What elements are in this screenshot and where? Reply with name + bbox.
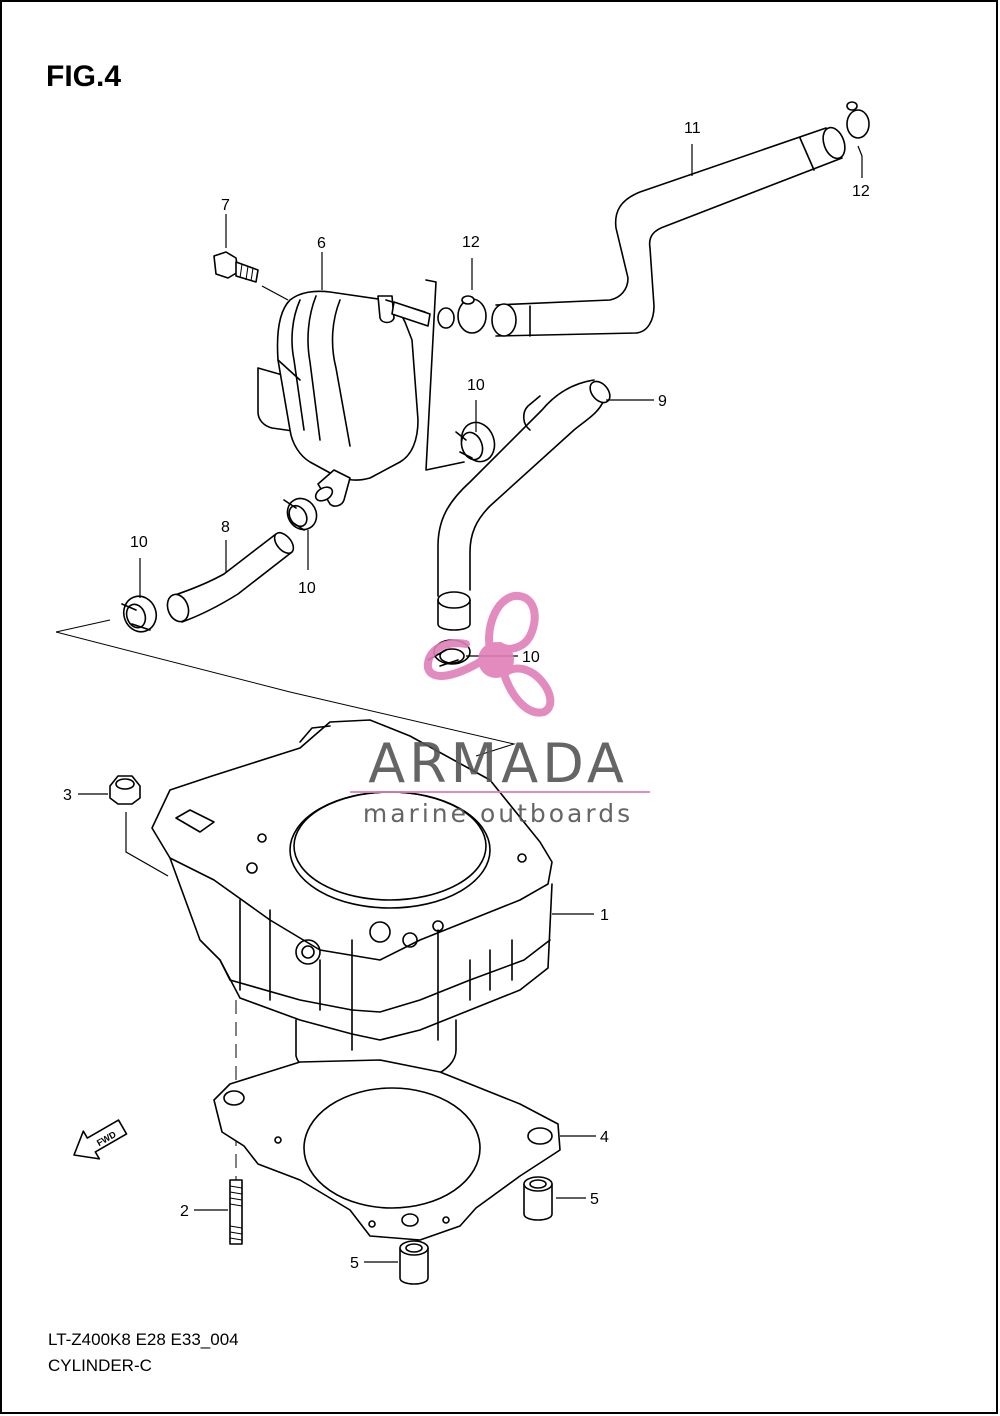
cylinder-gasket bbox=[213, 1059, 561, 1241]
callout-10-mid: 10 bbox=[467, 377, 485, 394]
callout-5-lower: 5 bbox=[350, 1255, 359, 1272]
callout-2: 2 bbox=[180, 1203, 189, 1220]
nut bbox=[109, 775, 141, 805]
hose-11 bbox=[491, 126, 846, 337]
clamp-12-right bbox=[846, 101, 870, 139]
clamp-12-upper bbox=[437, 295, 487, 334]
section-name: CYLINDER-C bbox=[48, 1356, 152, 1375]
callout-6: 6 bbox=[317, 235, 326, 252]
callout-5-right: 5 bbox=[590, 1191, 599, 1208]
callout-12-upper: 12 bbox=[462, 234, 480, 251]
reservoir-tank bbox=[257, 279, 465, 507]
routing-line-a bbox=[55, 619, 111, 633]
leader-3b bbox=[125, 812, 169, 877]
callout-10-upper-left: 10 bbox=[298, 580, 316, 597]
forward-arrow: FWD bbox=[73, 1119, 128, 1160]
watermark-tagline: marine outboards bbox=[363, 799, 633, 828]
bolt bbox=[213, 251, 289, 301]
clamp-10-upper-left bbox=[283, 497, 318, 531]
watermark-brand: ARMADA bbox=[368, 732, 628, 795]
dowel-pin-right bbox=[523, 1176, 553, 1221]
stud-bolt bbox=[229, 1179, 243, 1245]
cylinder bbox=[151, 719, 553, 1087]
dowel-pin-lower bbox=[399, 1240, 429, 1285]
clamp-10-mid bbox=[455, 421, 496, 463]
propeller-logo bbox=[423, 591, 555, 717]
callout-10-left: 10 bbox=[130, 534, 148, 551]
routing-line-b bbox=[55, 631, 516, 757]
callout-9: 9 bbox=[658, 393, 667, 410]
figure-title: FIG.4 bbox=[46, 60, 122, 93]
callout-8: 8 bbox=[221, 519, 230, 536]
callout-10-lower: 10 bbox=[522, 649, 540, 666]
hose-9 bbox=[437, 379, 611, 631]
hose-8 bbox=[166, 531, 295, 623]
watermark: ARMADA marine outboards bbox=[350, 591, 650, 828]
model-code: LT-Z400K8 E28 E33_004 bbox=[48, 1330, 239, 1349]
callout-12-right: 12 bbox=[852, 183, 870, 200]
callout-1: 1 bbox=[600, 907, 609, 924]
callout-3: 3 bbox=[63, 787, 72, 804]
clamp-10-left bbox=[121, 595, 158, 633]
callout-11: 11 bbox=[684, 120, 701, 137]
callout-7: 7 bbox=[221, 197, 230, 214]
leader-12b bbox=[857, 145, 863, 178]
callout-4: 4 bbox=[600, 1129, 609, 1146]
